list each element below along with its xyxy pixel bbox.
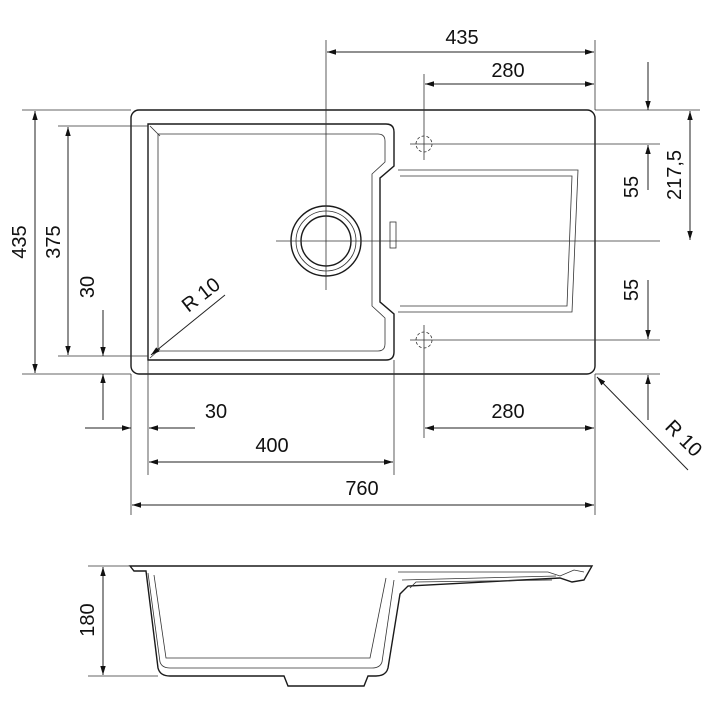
bowl-rim bbox=[147, 123, 395, 361]
dim-left-375: 375 bbox=[43, 225, 65, 258]
dim-right-217-5: 217,5 bbox=[664, 150, 686, 200]
dim-bottom-280: 280 bbox=[491, 401, 524, 423]
dim-side-180: 180 bbox=[77, 603, 99, 636]
dim-radius-inner: R 10 bbox=[178, 274, 225, 317]
dim-radius-outer: R 10 bbox=[661, 416, 706, 461]
overflow-slot bbox=[389, 221, 397, 249]
bowl-inner bbox=[157, 133, 386, 352]
tap-hole-lower-icon bbox=[410, 325, 660, 438]
side-profile-outer bbox=[128, 565, 594, 687]
dim-left-435: 435 bbox=[9, 225, 31, 258]
dim-bottom-30: 30 bbox=[205, 401, 227, 423]
dim-top-435: 435 bbox=[445, 27, 478, 49]
top-view: 435 280 435 375 30 55 217,5 55 R 10 R 10… bbox=[9, 27, 706, 515]
dim-right-55-lower: 55 bbox=[621, 279, 643, 301]
tap-hole-upper-icon bbox=[410, 74, 660, 160]
dim-top-280: 280 bbox=[491, 60, 524, 82]
side-view: 180 bbox=[77, 565, 594, 687]
sink-outline bbox=[130, 109, 596, 375]
dim-right-55-upper: 55 bbox=[621, 176, 643, 198]
dim-bottom-760: 760 bbox=[345, 478, 378, 500]
dim-left-30: 30 bbox=[77, 276, 99, 298]
dim-bottom-400: 400 bbox=[255, 435, 288, 457]
